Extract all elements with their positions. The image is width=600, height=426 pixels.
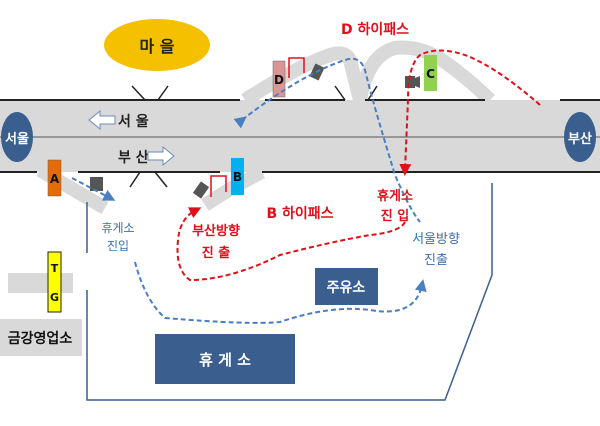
tollgate-t: T xyxy=(51,262,59,275)
busan-exit-label: 진 출 xyxy=(202,245,230,261)
seoul-direction-label: 서 울 xyxy=(118,113,149,130)
village xyxy=(104,19,210,71)
camera-icon xyxy=(405,76,415,88)
highway-edges xyxy=(0,99,600,173)
highway xyxy=(0,100,600,172)
rest-entry-label: 진입 xyxy=(107,239,129,253)
marker-b-label: B xyxy=(233,170,242,184)
office-box xyxy=(0,319,82,356)
route-busan-exit-red xyxy=(176,207,406,282)
busan-node xyxy=(564,112,596,162)
route-d-blue xyxy=(233,57,421,223)
marker-d-label: D xyxy=(274,73,284,87)
busan-exit-label: 부산방향 xyxy=(192,223,240,239)
rest-area-building xyxy=(155,334,295,384)
route-a-blue xyxy=(71,177,116,201)
camera-icon xyxy=(90,177,103,191)
rest-area-label: 휴 게 소 xyxy=(199,351,251,369)
marker-a xyxy=(47,159,62,197)
seoul-exit-label: 서울방향 xyxy=(412,232,460,247)
ramp-c xyxy=(353,40,495,105)
route-rest-blue xyxy=(134,261,427,324)
busan-label: 부산 xyxy=(568,131,592,147)
busan-direction-label: 부 산 xyxy=(118,149,149,166)
rest-area-boundary xyxy=(86,183,493,401)
tollgate-road xyxy=(8,273,73,293)
hipass-gate-d-icon xyxy=(288,57,305,78)
rest-entry-red-label: 진 입 xyxy=(381,208,409,224)
seoul-label: 서울 xyxy=(5,131,29,147)
route-c-red xyxy=(399,49,541,176)
marker-c-label: C xyxy=(426,67,435,81)
ramp-d xyxy=(241,46,367,106)
marker-a-label: A xyxy=(50,172,60,186)
seoul-exit-label: 진출 xyxy=(424,253,448,268)
marker-b xyxy=(231,158,244,195)
gas-station-building xyxy=(315,268,378,305)
office-label: 금강영업소 xyxy=(8,330,73,347)
tollgate-box xyxy=(47,251,62,313)
marker-c xyxy=(424,55,437,91)
rest-entry-label: 휴게소 xyxy=(101,221,134,235)
seoul-node xyxy=(1,112,33,162)
arrow-right-icon xyxy=(147,145,175,167)
d-hipass-label: D 하이패스 xyxy=(341,21,409,38)
camera-icon xyxy=(192,181,210,199)
overpass-marks xyxy=(129,85,378,188)
b-hipass-label: B 하이패스 xyxy=(266,205,333,222)
marker-d xyxy=(272,60,286,98)
camera-icon xyxy=(415,76,420,88)
gas-station-label: 주유소 xyxy=(327,280,366,296)
tollgate-g: G xyxy=(50,291,59,304)
village-label: 마 을 xyxy=(139,37,174,56)
hipass-gate-b-icon xyxy=(210,175,227,197)
arrow-left-icon xyxy=(88,109,116,131)
rest-entry-red-label: 휴게소 xyxy=(377,188,413,204)
